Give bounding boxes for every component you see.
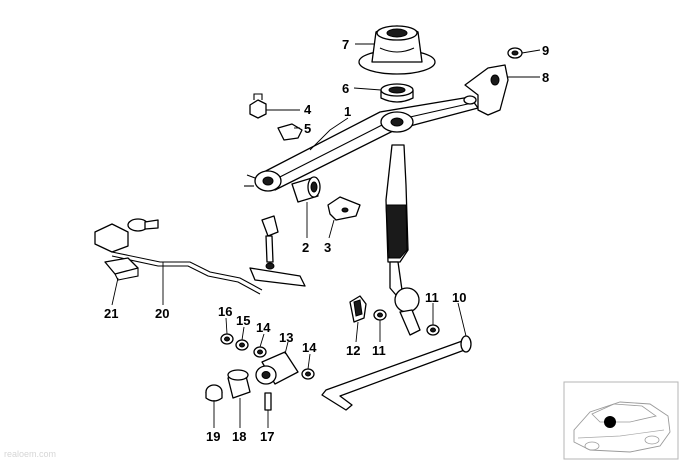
retaining-clip (249, 93, 267, 119)
car-outline-icon (573, 401, 671, 453)
small-bracket (277, 123, 303, 141)
callout-16: 16 (218, 304, 232, 319)
callout-13: 13 (279, 330, 293, 345)
bushing (291, 176, 321, 203)
rear-bracket (463, 64, 509, 116)
switch-cable (94, 218, 263, 295)
shift-arm (244, 96, 479, 192)
callout-9: 9 (542, 43, 549, 58)
callout-15: 15 (236, 313, 250, 328)
nut (507, 47, 523, 59)
callout-6: 6 (342, 81, 349, 96)
washer-16 (220, 333, 234, 345)
callout-14-right: 14 (302, 340, 317, 355)
callout-14-left: 14 (256, 320, 271, 335)
washer-a (373, 309, 387, 321)
callout-20: 20 (155, 306, 169, 321)
roll-pin (264, 392, 272, 411)
location-marker-icon (604, 416, 616, 428)
callout-3: 3 (324, 240, 331, 255)
callout-5: 5 (304, 121, 311, 136)
callout-11-lower: 11 (372, 343, 386, 358)
callout-8: 8 (542, 70, 549, 85)
callout-19: 19 (206, 429, 220, 444)
sleeve (227, 369, 251, 399)
callout-4: 4 (304, 102, 312, 117)
callout-7: 7 (342, 37, 349, 52)
vehicle-inset (563, 381, 679, 460)
cap (205, 384, 223, 402)
selector-rod (321, 335, 472, 411)
washer-14a (253, 346, 267, 358)
pin-plate (249, 215, 306, 287)
washer-14b (301, 368, 315, 380)
callout-11-upper: 11 (425, 290, 439, 305)
callout-17: 17 (260, 429, 274, 444)
washer-b (426, 324, 440, 336)
washer-15 (235, 339, 249, 351)
joint (255, 351, 299, 385)
gear-lever (385, 144, 421, 336)
leader-lines (111, 43, 541, 428)
holder-clip (327, 196, 361, 221)
bearing-ring (380, 83, 414, 103)
shift-boot (358, 25, 436, 75)
spring-clip (349, 295, 367, 323)
callout-21: 21 (104, 306, 118, 321)
callout-labels: 7 6 1 4 5 9 8 2 3 10 11 11 12 13 14 14 1… (104, 37, 549, 444)
callout-2: 2 (302, 240, 309, 255)
watermark: realoem.com (4, 449, 57, 459)
callout-1: 1 (344, 104, 351, 119)
callout-18: 18 (232, 429, 246, 444)
callout-10: 10 (452, 290, 466, 305)
callout-12: 12 (346, 343, 360, 358)
